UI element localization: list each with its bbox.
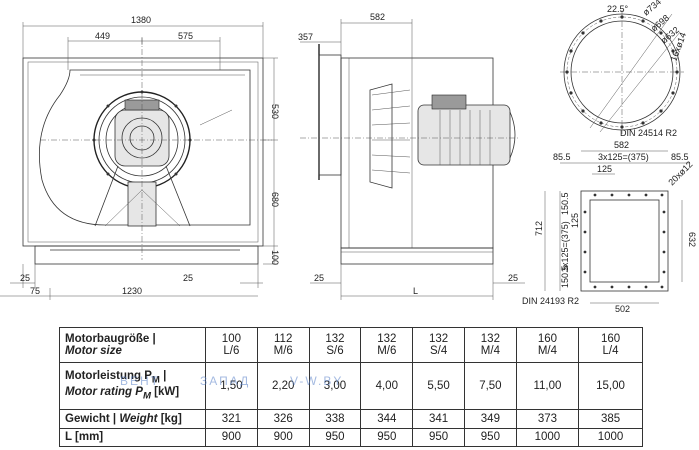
dim-125-top: 125 xyxy=(597,164,612,174)
dim-632: 632 xyxy=(687,232,697,247)
dim-1380: 1380 xyxy=(131,15,151,25)
watermark-mid: ЗАПАД xyxy=(200,374,251,388)
scroll-casing xyxy=(39,69,251,226)
dim-25-side-right: 25 xyxy=(508,273,518,283)
dim-3x125-side: 3x125=(375) xyxy=(560,221,570,272)
din-24514: DIN 24514 R2 xyxy=(620,128,677,138)
dim-25-side-left: 25 xyxy=(314,273,324,283)
dim-712: 712 xyxy=(534,221,544,236)
table-row: Gewicht | Weight [kg] 321 326 338 344 34… xyxy=(59,409,643,429)
row-label-length: L [mm] xyxy=(59,427,206,448)
dim-d734: ø734 xyxy=(641,0,663,18)
front-base xyxy=(34,245,259,265)
weight-cell: 349 xyxy=(463,409,517,429)
rating-cell: 5,50 xyxy=(412,362,465,411)
side-motor xyxy=(417,104,511,166)
dim-357: 357 xyxy=(298,32,313,42)
length-cell: 950 xyxy=(412,427,465,448)
square-flange-dims: 582 85.5 3x125=(375) 85.5 125 20xø12 712… xyxy=(522,140,697,314)
table-row: L [mm] 900 900 950 950 950 950 1000 1000 xyxy=(59,427,643,448)
length-cell: 950 xyxy=(360,427,414,448)
dim-75: 75 xyxy=(30,286,40,296)
dim-680: 680 xyxy=(270,192,280,207)
dim-150-5-bottom: 150.5 xyxy=(560,265,570,288)
weight-cell: 341 xyxy=(412,409,465,429)
dim-582-side: 582 xyxy=(370,12,385,22)
dim-85-5-right: 85.5 xyxy=(671,152,689,162)
weight-cell: 373 xyxy=(515,409,580,429)
dim-25-right: 25 xyxy=(183,273,193,283)
front-view xyxy=(22,38,272,265)
weight-cell: 344 xyxy=(360,409,414,429)
weight-cell: 385 xyxy=(578,409,643,429)
rating-cell: 7,50 xyxy=(463,362,517,411)
square-flange xyxy=(580,190,669,292)
weight-cell: 338 xyxy=(308,409,362,429)
watermark-left: ВЕНТ xyxy=(120,374,161,388)
dim-85-5-left: 85.5 xyxy=(553,152,571,162)
side-dimensions: 582 357 25 25 L xyxy=(298,12,525,300)
rating-cell: 4,00 xyxy=(360,362,414,411)
dim-25-left: 25 xyxy=(20,273,30,283)
weight-cell: 326 xyxy=(256,409,310,429)
dim-holes-square: 20xø12 xyxy=(666,159,694,187)
length-cell: 1000 xyxy=(515,427,580,448)
dim-angle: 22.5° xyxy=(607,4,629,14)
dim-150-5-top: 150.5 xyxy=(560,192,570,215)
dim-L: L xyxy=(413,286,418,296)
dim-125-side: 125 xyxy=(570,213,580,228)
side-view xyxy=(300,44,520,265)
length-cell: 900 xyxy=(205,427,258,448)
weight-cell: 321 xyxy=(205,409,258,429)
dim-1230: 1230 xyxy=(122,286,142,296)
dim-530: 530 xyxy=(270,104,280,119)
dim-502: 502 xyxy=(615,304,630,314)
dim-582-flange: 582 xyxy=(614,140,629,150)
round-flange xyxy=(560,10,684,134)
technical-drawing: 1380 449 575 530 680 100 25 25 75 1230 xyxy=(0,0,697,314)
row-label-motor-rating: Motorleistung PM |Motor rating PM [kW] xyxy=(59,362,206,411)
dim-449: 449 xyxy=(95,31,110,41)
dim-3x125-top: 3x125=(375) xyxy=(598,152,649,162)
row-label-weight: Gewicht | Weight [kg] xyxy=(59,409,206,429)
length-cell: 1000 xyxy=(578,427,643,448)
dim-575: 575 xyxy=(178,31,193,41)
length-cell: 950 xyxy=(463,427,517,448)
front-dimensions: 1380 449 575 530 680 100 25 25 75 1230 xyxy=(0,15,280,300)
rating-cell: 2,20 xyxy=(256,362,310,411)
length-cell: 950 xyxy=(308,427,362,448)
rating-cell: 11,00 xyxy=(515,362,580,411)
square-flange-outer xyxy=(580,190,669,292)
length-cell: 900 xyxy=(256,427,310,448)
rating-cell: 15,00 xyxy=(578,362,643,411)
watermark-right: V-W.BY xyxy=(290,374,344,388)
dim-100: 100 xyxy=(270,250,280,265)
row-label-motor-size: Motorbaugröße |Motor size xyxy=(59,326,206,364)
table-row: Motorleistung PM |Motor rating PM [kW] 1… xyxy=(59,362,643,411)
side-base xyxy=(340,247,494,265)
din-24193: DIN 24193 R2 xyxy=(522,296,579,306)
